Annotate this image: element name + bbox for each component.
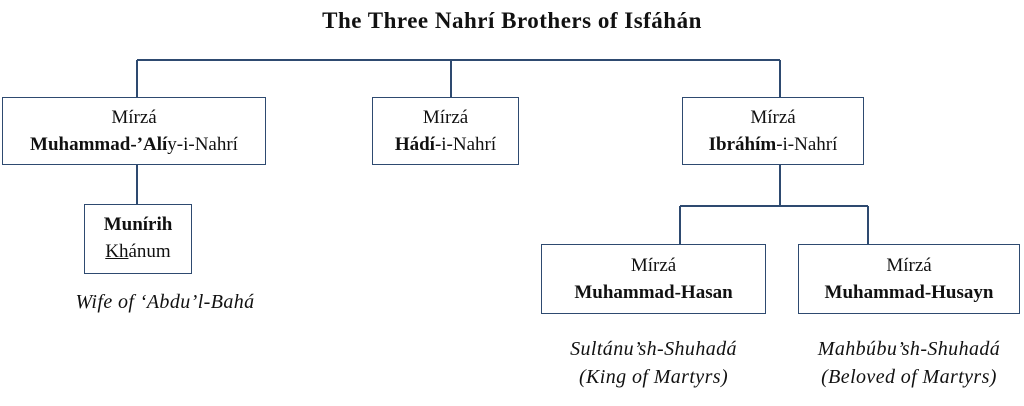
person-prefix: Mírzá (111, 107, 157, 128)
person-prefix: Mírzá (886, 255, 932, 276)
person-name: Muhammad-Hasan (574, 282, 733, 303)
note-munirih: Wife of ‘Abdu’l-Bahá (75, 291, 255, 313)
person-prefix: Mírzá (750, 107, 796, 128)
person-box-munirih: Munírih Khánum (84, 204, 192, 274)
person-box-husayn: Mírzá Muhammad-Husayn (798, 244, 1020, 314)
person-name: Muhammad-Husayn (824, 282, 994, 303)
person-prefix: Mírzá (422, 107, 469, 128)
person-name: Munírih (103, 214, 173, 235)
note-husayn: Mahbúbu’sh-Shuhadá (Beloved of Martyrs) (817, 338, 1001, 388)
person-name: Muhammad-’Alíy-i-Nahrí (30, 134, 238, 155)
person-title: Khánum (105, 241, 171, 262)
person-box-ibrahim: Mírzá Ibráhím-i-Nahrí (682, 97, 864, 165)
diagram-title: The Three Nahrí Brothers of Isfáhán (322, 8, 702, 33)
person-name: Hádí-i-Nahrí (394, 134, 497, 155)
note-hasan: Sultánu’sh-Shuhadá (King of Martyrs) (570, 338, 737, 388)
person-box-muhammad-ali: Mírzá Muhammad-’Alíy-i-Nahrí (2, 97, 266, 165)
person-box-hasan: Mírzá Muhammad-Hasan (541, 244, 766, 314)
person-prefix: Mírzá (630, 255, 677, 276)
person-box-hadi: Mírzá Hádí-i-Nahrí (372, 97, 519, 165)
person-name: Ibráhím-i-Nahrí (708, 134, 838, 155)
